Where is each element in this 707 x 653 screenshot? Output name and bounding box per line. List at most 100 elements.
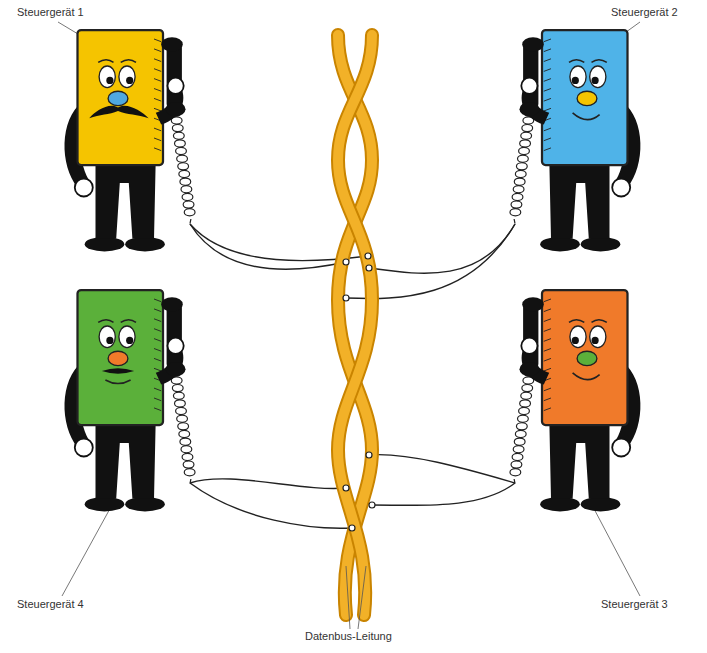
- control-unit-figure: [510, 290, 641, 511]
- control-unit-figure: [521, 392, 532, 399]
- control-unit-figure: [168, 78, 184, 94]
- control-unit-figure: [184, 469, 195, 476]
- control-unit-figure: [108, 91, 128, 105]
- control-unit-figure: [175, 400, 186, 407]
- control-unit-figure: [154, 299, 161, 302]
- control-unit-figure: [544, 299, 551, 302]
- control-unit-figure: [65, 30, 196, 251]
- control-unit-figure: [178, 423, 189, 430]
- connection-point: [343, 259, 349, 265]
- control-unit-figure: [544, 408, 551, 411]
- control-unit-figure: [549, 156, 609, 239]
- control-unit-figure: [520, 362, 540, 376]
- control-unit-figure: [510, 209, 521, 216]
- control-unit-figure: [119, 66, 135, 88]
- control-unit-figure: [542, 290, 628, 425]
- control-unit-figure: [544, 309, 551, 312]
- control-unit-figure: [512, 193, 523, 200]
- control-unit-figure: [126, 337, 133, 344]
- control-unit-figure: [544, 339, 551, 342]
- control-unit-figure: [581, 237, 621, 251]
- control-unit-figure: [178, 163, 189, 170]
- control-unit-figure: [172, 385, 183, 392]
- control-unit-figure: [513, 219, 515, 224]
- control-unit-figure: [180, 438, 191, 445]
- leader-line: [58, 22, 640, 629]
- control-unit-figure: [154, 69, 161, 72]
- control-unit-figure: [98, 60, 136, 63]
- control-unit-figure: [522, 125, 533, 132]
- control-unit-figure: [540, 237, 580, 251]
- control-unit-figure: [106, 77, 113, 84]
- control-unit-figure: [513, 446, 524, 453]
- control-unit-figure: [105, 380, 130, 384]
- control-unit-figure: [96, 416, 156, 499]
- control-unit-figure: [520, 102, 540, 116]
- control-unit-figure: [75, 439, 93, 457]
- bus-cable: [338, 35, 372, 615]
- connection-point: [349, 525, 355, 531]
- control-unit-figure: [154, 349, 161, 352]
- phone-wire: [190, 483, 352, 528]
- control-unit-figure: [189, 479, 191, 484]
- control-unit-figure: [511, 201, 522, 208]
- control-unit-figure: [544, 398, 551, 401]
- control-unit-figure: [544, 79, 551, 82]
- control-unit-figure: [520, 140, 531, 147]
- control-unit-figure: [514, 178, 525, 185]
- control-unit-figure: [519, 407, 530, 414]
- control-unit-figure: [176, 407, 187, 414]
- control-unit-figure: [544, 128, 551, 131]
- control-unit-figure: [154, 319, 161, 322]
- control-unit-figure: [154, 79, 161, 82]
- connection-point: [343, 253, 375, 531]
- control-unit-figure: [179, 430, 190, 437]
- phone-wire: [372, 483, 515, 505]
- control-unit-figure: [180, 178, 191, 185]
- control-unit-figure: [612, 439, 630, 457]
- control-unit-figure: [522, 37, 544, 51]
- control-unit-figure: [544, 49, 551, 52]
- control-unit-figure: [175, 140, 186, 147]
- control-unit-figure: [168, 338, 184, 354]
- control-unit-figure: [612, 179, 630, 197]
- control-unit-figure: [189, 219, 191, 224]
- control-unit-figure: [592, 77, 599, 84]
- control-unit-figure: [154, 309, 161, 312]
- control-unit-figure: [544, 368, 551, 371]
- control-unit-figure: [521, 132, 532, 139]
- control-unit-figure: [544, 39, 551, 42]
- control-unit-figure: [106, 337, 113, 344]
- phone-wire: [369, 224, 515, 273]
- bus-cable: [338, 35, 372, 615]
- control-unit-figure: [520, 400, 531, 407]
- connection-point: [343, 485, 349, 491]
- control-unit-figure: [98, 320, 136, 323]
- control-unit-figure: [181, 186, 192, 193]
- control-unit-figure: [182, 193, 193, 200]
- control-unit-figure: [544, 349, 551, 352]
- control-unit-figure: [544, 329, 551, 332]
- control-unit-figure: [177, 415, 188, 422]
- control-unit-figure: [172, 125, 183, 132]
- control-unit-figure: [573, 373, 600, 380]
- part-label: Datenbus-Leitung: [304, 630, 393, 642]
- control-unit-figure: [154, 138, 161, 141]
- control-unit-figure: [78, 290, 164, 425]
- control-unit-figure: [515, 170, 526, 177]
- control-unit-figure: [522, 297, 544, 311]
- control-unit-figure: [521, 338, 537, 354]
- control-unit-figure: [99, 66, 115, 88]
- control-unit-figure: [154, 368, 161, 371]
- control-unit-figure: [179, 170, 190, 177]
- control-unit-figure: [521, 78, 537, 94]
- control-unit-figure: [154, 329, 161, 332]
- control-unit-figure: [511, 461, 522, 468]
- control-unit-figure: [154, 59, 161, 62]
- control-unit-figure: [544, 69, 551, 72]
- control-unit-figure: [570, 66, 586, 88]
- control-unit-figure: [182, 453, 193, 460]
- control-unit-figure: [590, 326, 606, 348]
